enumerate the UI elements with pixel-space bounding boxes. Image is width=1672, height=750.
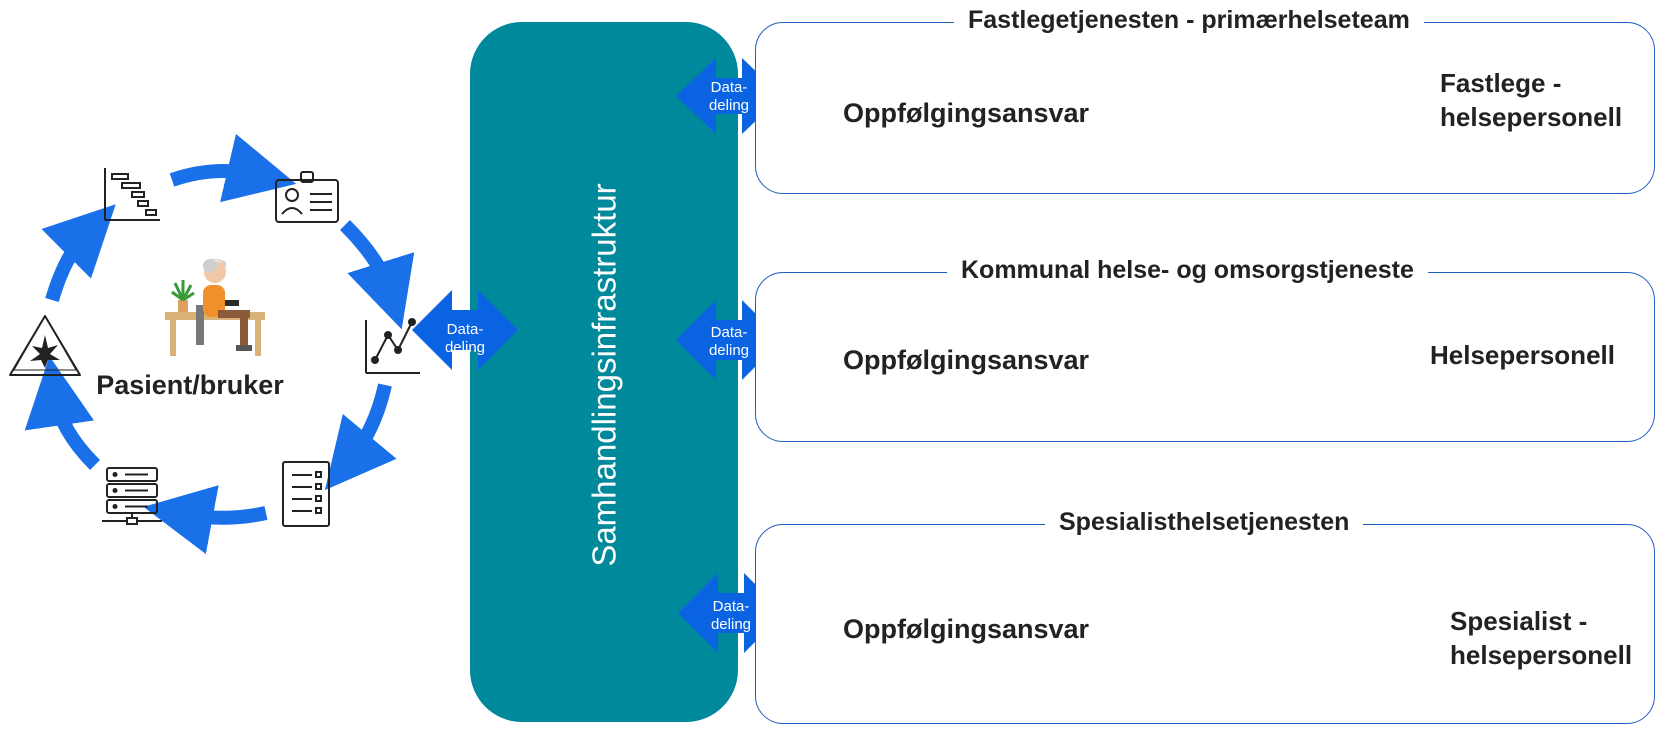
data-sharing-label-2: Data- deling bbox=[689, 324, 769, 360]
cycle-arrow-2 bbox=[340, 220, 415, 330]
patient-illustration bbox=[165, 259, 265, 356]
panel-specialist-care bbox=[755, 524, 1655, 724]
line-chart-icon bbox=[365, 318, 420, 374]
server-icon bbox=[102, 467, 162, 525]
role-label-primary-care: Fastlege - helsepersonell bbox=[1440, 66, 1622, 134]
role-label-specialist-care: Spesialist - helsepersonell bbox=[1450, 604, 1632, 672]
panel-title-specialist-care: Spesialisthelsetjenesten bbox=[1045, 508, 1364, 537]
responsibility-label-municipal-care: Oppfølgingsansvar bbox=[843, 345, 1090, 375]
panel-title-municipal-care: Kommunal helse- og omsorgstjeneste bbox=[947, 256, 1428, 285]
cycle-arrow-1 bbox=[169, 133, 297, 203]
patient-label: Pasient/bruker bbox=[96, 370, 284, 400]
infrastructure-label-wrap: Samhandlingsinfrastruktur bbox=[470, 160, 740, 590]
data-sharing-label-1: Data- deling bbox=[689, 79, 769, 115]
cycle-arrows bbox=[24, 133, 415, 555]
responsibility-label-primary-care: Oppfølgingsansvar bbox=[843, 98, 1090, 128]
data-sharing-line2: deling bbox=[444, 339, 486, 356]
data-sharing-line2: deling bbox=[710, 616, 752, 633]
cycle-arrow-6 bbox=[41, 204, 116, 302]
data-sharing-line2: deling bbox=[708, 97, 750, 114]
panel-municipal-care bbox=[755, 272, 1655, 442]
cycle-arrow-4 bbox=[143, 485, 268, 555]
role-line1: Fastlege - bbox=[1440, 68, 1562, 98]
gantt-icon bbox=[104, 168, 160, 221]
role-line1: Spesialist - bbox=[1450, 606, 1588, 636]
infrastructure-label: Samhandlingsinfrastruktur bbox=[586, 183, 624, 567]
role-line1: Helsepersonell bbox=[1430, 340, 1615, 370]
data-sharing-line1: Data- bbox=[710, 324, 748, 341]
data-sharing-line1: Data- bbox=[710, 79, 748, 96]
panel-title-primary-care: Fastlegetjenesten - primærhelseteam bbox=[954, 6, 1424, 35]
data-sharing-line2: deling bbox=[708, 342, 750, 359]
role-line2: helsepersonell bbox=[1450, 640, 1633, 670]
id-card-icon bbox=[275, 171, 339, 223]
data-sharing-line1: Data- bbox=[446, 321, 484, 338]
role-label-municipal-care: Helsepersonell bbox=[1430, 338, 1615, 372]
checklist-icon bbox=[282, 461, 330, 527]
data-sharing-label-3: Data- deling bbox=[691, 598, 771, 634]
data-sharing-arrow-patient bbox=[412, 290, 518, 370]
cycle-arrow-3 bbox=[324, 383, 397, 491]
responsibility-label-specialist-care: Oppfølgingsansvar bbox=[843, 614, 1090, 644]
cycle-arrow-5 bbox=[24, 356, 100, 470]
data-sharing-label-patient: Data- deling bbox=[425, 321, 505, 357]
data-sharing-line1: Data- bbox=[712, 598, 750, 615]
infrastructure-bar bbox=[470, 22, 738, 722]
panel-primary-care bbox=[755, 22, 1655, 194]
warning-icon bbox=[9, 314, 81, 376]
role-line2: helsepersonell bbox=[1440, 102, 1623, 132]
